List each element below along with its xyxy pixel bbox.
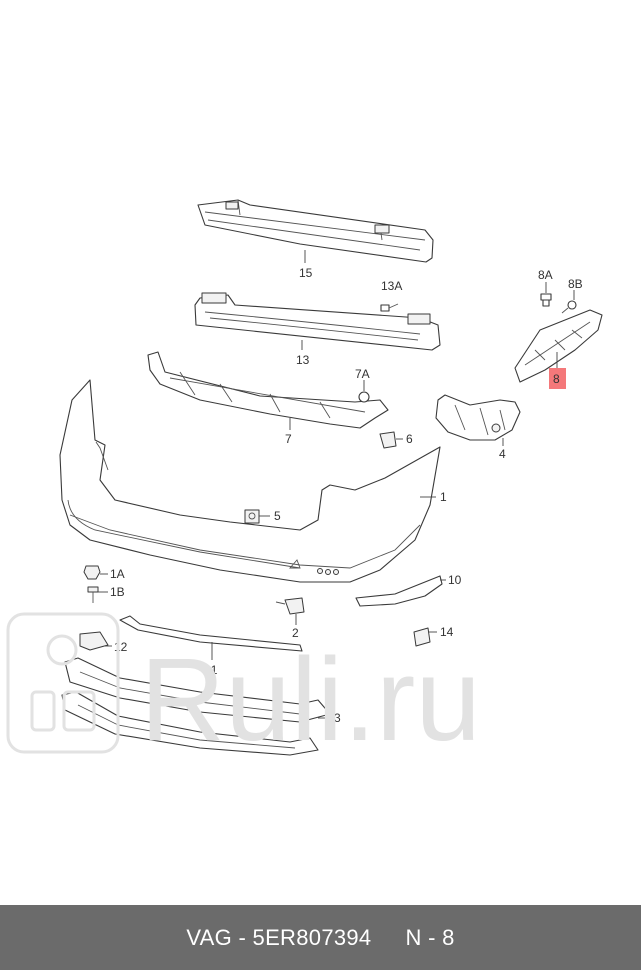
watermark-text: Ruli.ru [140,634,481,760]
highlight-box-8 [549,368,566,389]
label-5: 5 [274,509,281,523]
label-2: 2 [292,626,299,640]
screw-1a[interactable] [83,565,101,580]
label-8: 8 [553,372,560,386]
footer-node: N - 8 [405,924,455,950]
footer-separator: - [238,924,247,950]
part-3-spoiler-lower[interactable] [61,691,319,756]
label-1: 1 [440,490,447,504]
clip-8a[interactable] [540,293,552,307]
footer-part-info: VAG - 5ER807394 [186,925,371,951]
label-15: 15 [299,266,313,280]
clip-6[interactable] [379,431,397,449]
label-8b: 8B [568,277,583,291]
clip-5[interactable] [244,509,260,524]
label-14: 14 [440,625,454,639]
label-6: 6 [406,432,413,446]
label-1b: 1B [110,585,125,599]
part-8-side-bracket[interactable] [514,309,603,383]
label-10: 10 [448,573,462,587]
watermark: Ruli.ru [6,612,481,760]
part-1-bumper-cover[interactable] [59,379,441,583]
label-13a: 13A [381,279,402,293]
footer-bar: VAG - 5ER807394 N - 8 [0,905,641,970]
part-11-trim-strip[interactable] [119,615,303,652]
label-7a: 7A [355,367,370,381]
part-3-spoiler-upper[interactable] [64,657,331,723]
label-11: 11 [205,663,218,677]
screw-13a[interactable] [380,303,399,312]
part-4-corner-bracket[interactable] [435,394,521,441]
footer-brand: VAG [186,924,233,950]
label-1a: 1A [110,567,125,581]
part-10-reflector[interactable] [355,575,443,607]
screw-8b[interactable] [561,300,577,314]
nut-7a[interactable] [358,391,370,403]
parts-diagram: 15 13 13A 7 7A 8 8A 8B [59,199,603,756]
part-7-guide-bracket[interactable] [147,351,389,429]
label-7: 7 [285,432,292,446]
part-2-tow-cap[interactable] [275,597,305,615]
label-8a: 8A [538,268,553,282]
label-13: 13 [296,353,310,367]
screw-1b[interactable] [87,586,99,603]
footer-part-number: 5ER807394 [252,924,372,950]
part-13-mounting-rail[interactable] [194,292,441,351]
part-15-bumper-beam[interactable] [197,199,434,263]
label-3: 3 [334,711,341,725]
part-12-holder[interactable] [79,631,109,651]
watermark-logo [6,612,120,754]
clip-14[interactable] [413,627,431,647]
label-4: 4 [499,447,506,461]
